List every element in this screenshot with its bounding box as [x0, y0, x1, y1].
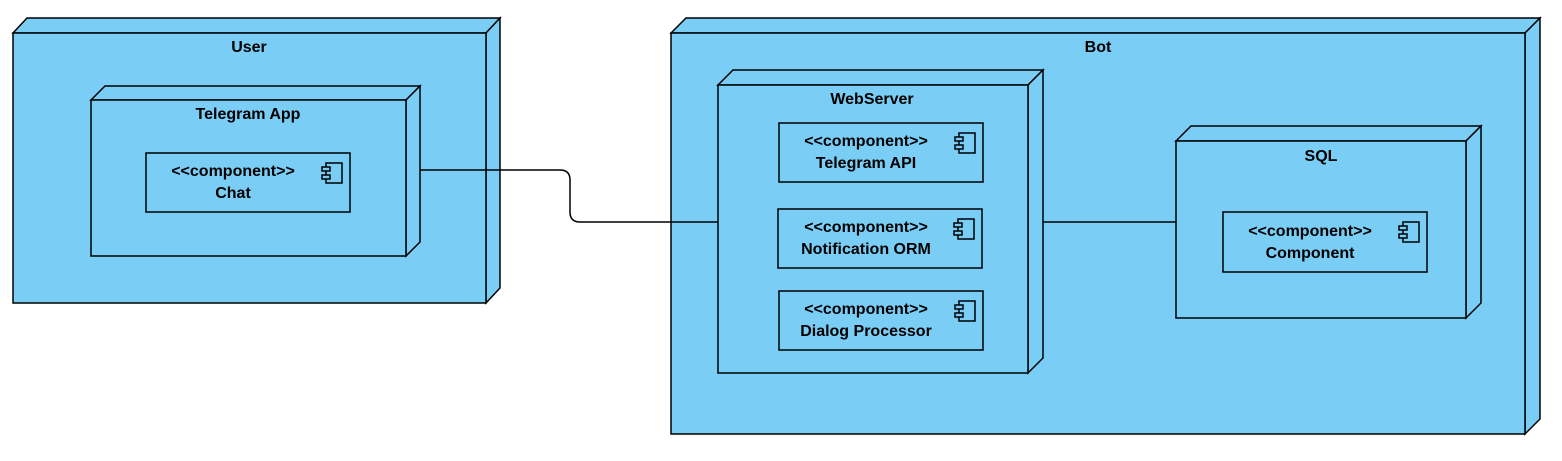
component-telegram-api[interactable]: <<component>> Telegram API — [778, 122, 984, 183]
node-telegram-app-title: Telegram App — [196, 106, 301, 123]
node-user-top — [11, 17, 502, 34]
component-chat-stereotype: <<component>> — [171, 163, 295, 180]
node-telegram-app-top — [89, 85, 422, 101]
component-sql-component-name: Component — [1266, 245, 1356, 262]
component-icon — [321, 162, 343, 184]
component-icon — [954, 300, 976, 322]
component-notification-orm-stereotype: <<component>> — [804, 219, 928, 236]
node-webserver-top — [716, 69, 1045, 86]
component-notification-orm[interactable]: <<component>> Notification ORM — [777, 208, 983, 269]
node-telegram-app-side — [405, 84, 421, 258]
component-sql-component-box — [1222, 211, 1428, 273]
node-webserver-title: WebServer — [830, 91, 913, 108]
component-dialog-processor-name: Dialog Processor — [800, 323, 932, 340]
component-sql-component-stereotype: <<component>> — [1248, 223, 1372, 240]
component-notification-orm-name: Notification ORM — [801, 241, 931, 258]
component-dialog-processor-box — [778, 290, 984, 351]
component-dialog-processor-stereotype: <<component>> — [804, 301, 928, 318]
component-chat-box — [145, 152, 351, 213]
component-icon — [954, 132, 976, 154]
connector-telegram-app-to-webserver[interactable] — [420, 169, 718, 223]
component-telegram-api-box — [778, 122, 984, 183]
component-chat[interactable]: <<component>> Chat — [145, 152, 351, 213]
node-bot-top — [669, 17, 1542, 34]
node-sql-title: SQL — [1305, 148, 1338, 165]
component-telegram-api-stereotype: <<component>> — [804, 133, 928, 150]
node-sql-top — [1174, 125, 1483, 142]
component-notification-orm-box — [777, 208, 983, 269]
component-chat-name: Chat — [215, 185, 251, 202]
node-bot-side — [1524, 16, 1541, 436]
node-webserver-side — [1027, 68, 1044, 375]
component-icon — [1398, 221, 1420, 243]
node-bot-title: Bot — [1085, 39, 1112, 56]
node-user-side — [485, 16, 501, 305]
component-icon — [953, 218, 975, 240]
component-telegram-api-name: Telegram API — [816, 155, 916, 172]
node-sql-side — [1465, 124, 1482, 320]
component-sql-component[interactable]: <<component>> Component — [1222, 211, 1428, 273]
node-user-title: User — [231, 39, 267, 56]
component-dialog-processor[interactable]: <<component>> Dialog Processor — [778, 290, 984, 351]
